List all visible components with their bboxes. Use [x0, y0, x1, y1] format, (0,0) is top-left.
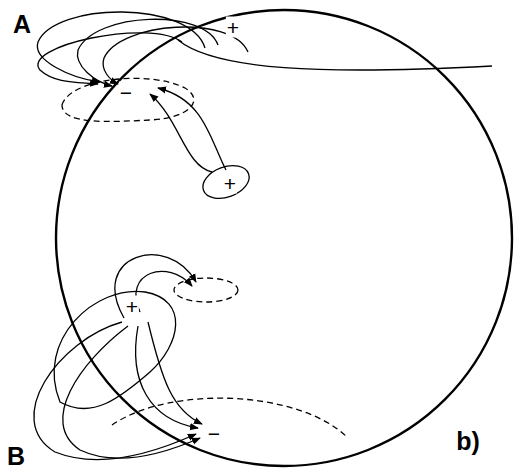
polarity-sign: + — [223, 173, 237, 194]
region-letter: B — [6, 444, 26, 469]
polarity-sign: + — [125, 296, 139, 317]
region-letter: A — [12, 12, 32, 37]
polarity-sign: + — [226, 17, 240, 38]
polarity-sign: − — [207, 423, 221, 444]
polarity-sign: − — [119, 82, 133, 103]
panel-label: b) — [455, 429, 481, 454]
